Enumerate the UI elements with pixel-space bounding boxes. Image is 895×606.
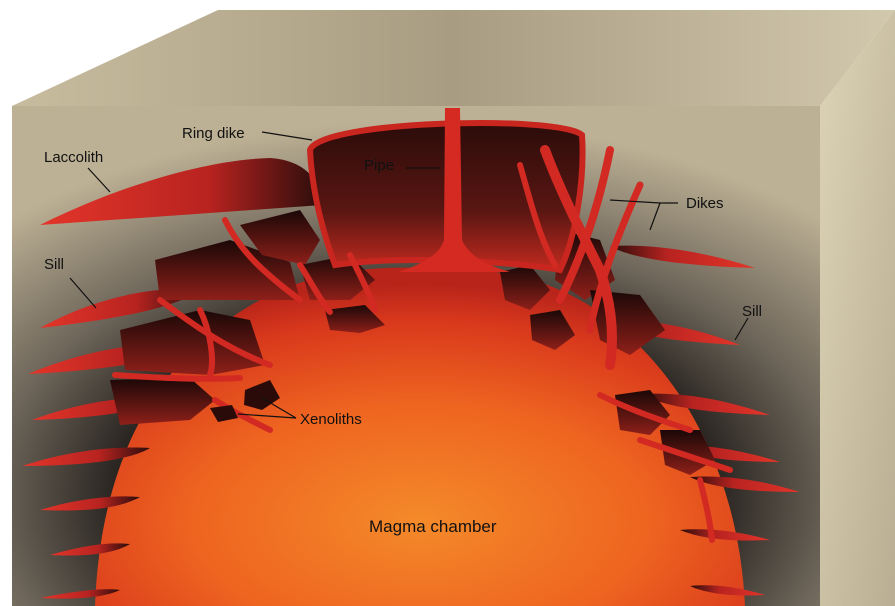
- label-magma-chamber: Magma chamber: [369, 517, 497, 536]
- label-ring-dike: Ring dike: [182, 125, 245, 142]
- label-dikes: Dikes: [686, 195, 724, 212]
- label-laccolith: Laccolith: [44, 149, 103, 166]
- label-sill-left: Sill: [44, 256, 64, 273]
- block-top-face: [12, 10, 895, 106]
- label-sill-right: Sill: [742, 303, 762, 320]
- label-pipe: Pipe: [364, 157, 394, 174]
- block-side-face: [820, 10, 895, 606]
- label-xenoliths: Xenoliths: [300, 411, 362, 428]
